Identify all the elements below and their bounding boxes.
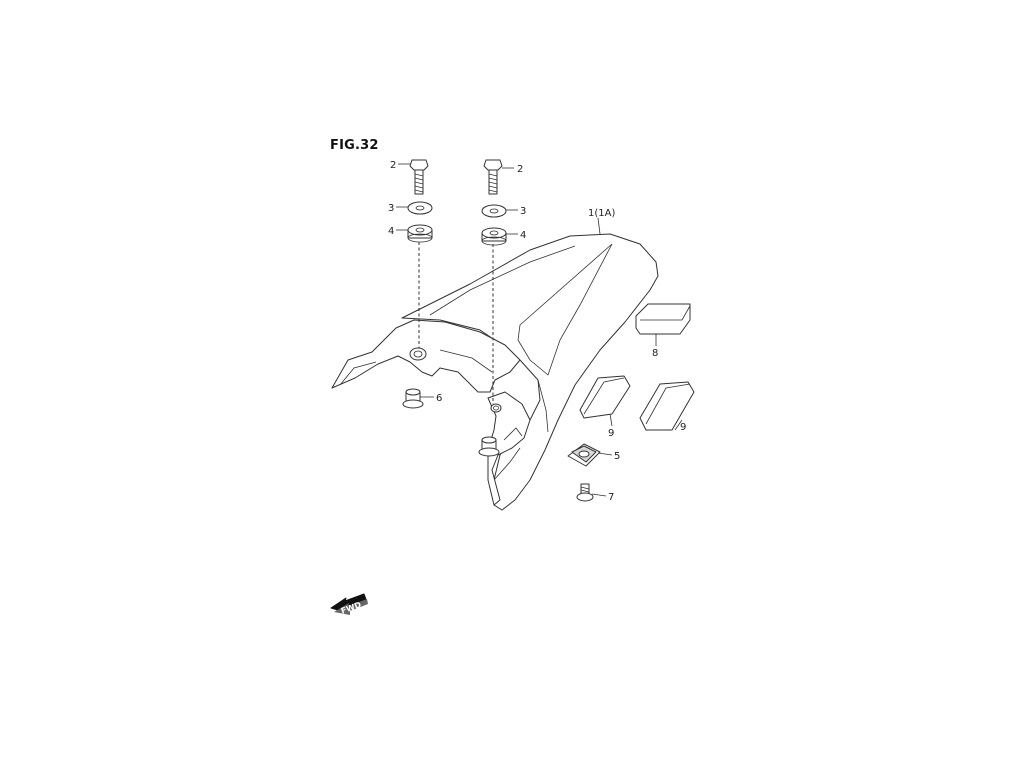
seat-tail-cover — [401, 233, 659, 511]
screw — [576, 483, 594, 502]
leader-lines — [396, 163, 683, 497]
grommet-right — [481, 227, 507, 246]
nut-left — [402, 388, 424, 409]
callout-grommet-right: 4 — [520, 230, 526, 241]
callout-grommet-left: 4 — [388, 226, 394, 237]
washer-right — [481, 204, 507, 218]
grommet-left — [407, 224, 433, 243]
callout-bolt-left: 2 — [390, 160, 396, 171]
bolt-right — [483, 159, 503, 195]
left-mount-bracket — [331, 319, 521, 393]
callout-bolt-right: 2 — [517, 164, 523, 175]
pad-right — [639, 381, 695, 431]
nut-clip — [567, 443, 601, 467]
fwd-arrow-icon: FWD — [330, 593, 368, 616]
callout-pad-middle: 9 — [608, 428, 614, 439]
figure-title: FIG.32 — [330, 138, 379, 153]
callout-screw: 7 — [608, 492, 614, 503]
callout-pad-top: 8 — [652, 348, 658, 359]
callout-nut-left: 6 — [436, 393, 442, 404]
callout-washer-left: 3 — [388, 203, 394, 214]
callout-washer-right: 3 — [520, 206, 526, 217]
pad-top — [635, 303, 691, 335]
washer-left — [407, 201, 433, 215]
callout-cover: 1(1A) — [588, 208, 615, 219]
bolt-left — [409, 159, 429, 195]
nut-right — [478, 436, 500, 457]
callout-pad-right: 9 — [680, 422, 686, 433]
callout-nut-clip: 5 — [614, 451, 620, 462]
pad-middle — [579, 375, 631, 419]
